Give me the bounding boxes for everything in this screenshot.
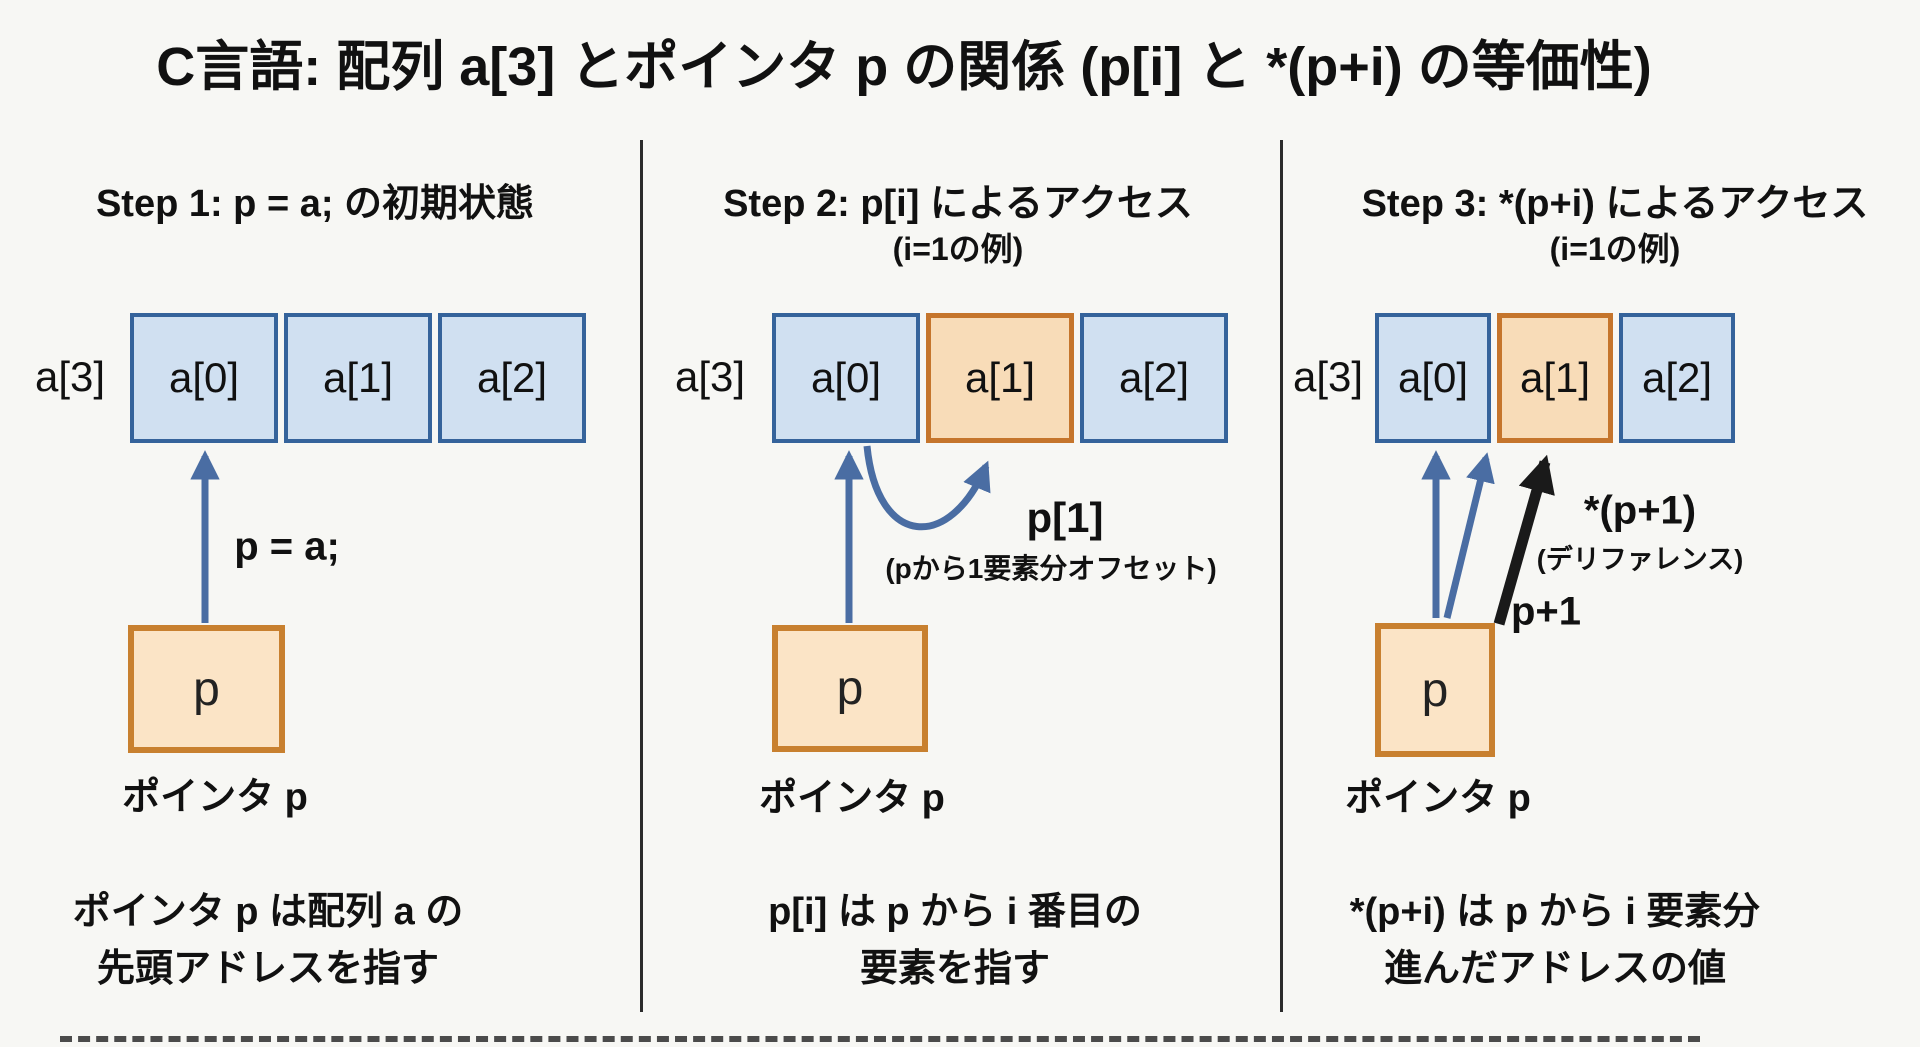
step3-pointer-box: p bbox=[1375, 623, 1495, 757]
step2-array: a[0] a[1] a[2] bbox=[772, 313, 1228, 443]
step1-description-line1: ポインタ p は配列 a の bbox=[72, 891, 464, 933]
step1-description-line2: 先頭アドレスを指す bbox=[96, 948, 440, 990]
step2-access-note: (pから1要素分オフセット) bbox=[885, 553, 1217, 584]
step3-array: a[0] a[1] a[2] bbox=[1375, 313, 1735, 443]
step3-header: Step 3: *(p+i) によるアクセス bbox=[1361, 183, 1869, 225]
step1-header: Step 1: p = a; の初期状態 bbox=[95, 183, 535, 225]
step3-array-cell-a2: a[2] bbox=[1619, 313, 1735, 443]
step2-subheader: (i=1の例) bbox=[892, 231, 1024, 267]
step3-p-plus-1-black-arrow bbox=[1493, 454, 1555, 626]
step2-array-size-label: a[3] bbox=[674, 353, 746, 400]
step1-array-cell-a2: a[2] bbox=[438, 313, 586, 443]
panel-divider-2 bbox=[1280, 140, 1283, 1012]
step3-p-to-a0-slanted-arrow bbox=[1443, 452, 1495, 619]
step1-array-size-label: a[3] bbox=[34, 353, 106, 400]
step2-description: p[i] は p から i 番目の 要素を指す bbox=[768, 884, 1142, 998]
step2-description-line1: p[i] は p から i 番目の bbox=[768, 891, 1142, 933]
step1-pointer-box: p bbox=[128, 625, 285, 753]
step3-description-line2: 進んだアドレスの値 bbox=[1383, 948, 1726, 990]
step2-access-label: p[1] bbox=[1026, 494, 1104, 541]
step2-offset-curve-arrow bbox=[863, 445, 991, 531]
step3-pointer-caption: ポインタ p bbox=[1345, 777, 1531, 820]
step3-description: *(p+i) は p から i 要素分 進んだアドレスの値 bbox=[1350, 884, 1761, 998]
step3-deref-note: (デリファレンス) bbox=[1536, 544, 1744, 575]
step3-description-line1: *(p+i) は p から i 要素分 bbox=[1349, 891, 1761, 933]
step1-array: a[0] a[1] a[2] bbox=[130, 313, 586, 443]
step2-array-cell-a1-highlighted: a[1] bbox=[926, 313, 1074, 443]
step3-array-cell-a1-highlighted: a[1] bbox=[1497, 313, 1613, 443]
step1-assign-label: p = a; bbox=[234, 524, 340, 569]
step3-offset-label: p+1 bbox=[1510, 589, 1582, 634]
step2-pointer-box: p bbox=[772, 625, 928, 752]
step2-array-cell-a2: a[2] bbox=[1080, 313, 1228, 443]
step1-array-cell-a1: a[1] bbox=[284, 313, 432, 443]
step3-array-cell-a0: a[0] bbox=[1375, 313, 1491, 443]
step3-array-size-label: a[3] bbox=[1292, 353, 1364, 400]
step2-header: Step 2: p[i] によるアクセス bbox=[723, 183, 1193, 225]
step2-pointer-caption: ポインタ p bbox=[759, 777, 945, 820]
bottom-dashed-line bbox=[60, 1036, 1700, 1042]
step1-description: ポインタ p は配列 a の 先頭アドレスを指す bbox=[73, 884, 464, 998]
step3-deref-label: *(p+1) bbox=[1583, 488, 1697, 533]
step3-subheader: (i=1の例) bbox=[1549, 231, 1681, 267]
diagram-title: C言語: 配列 a[3] とポインタ p の関係 (p[i] と *(p+i) … bbox=[156, 37, 1652, 97]
step1-array-cell-a0: a[0] bbox=[130, 313, 278, 443]
step2-description-line2: 要素を指す bbox=[859, 948, 1051, 990]
panel-divider-1 bbox=[640, 140, 643, 1012]
step2-array-cell-a0: a[0] bbox=[772, 313, 920, 443]
step1-pointer-caption: ポインタ p bbox=[122, 776, 308, 819]
